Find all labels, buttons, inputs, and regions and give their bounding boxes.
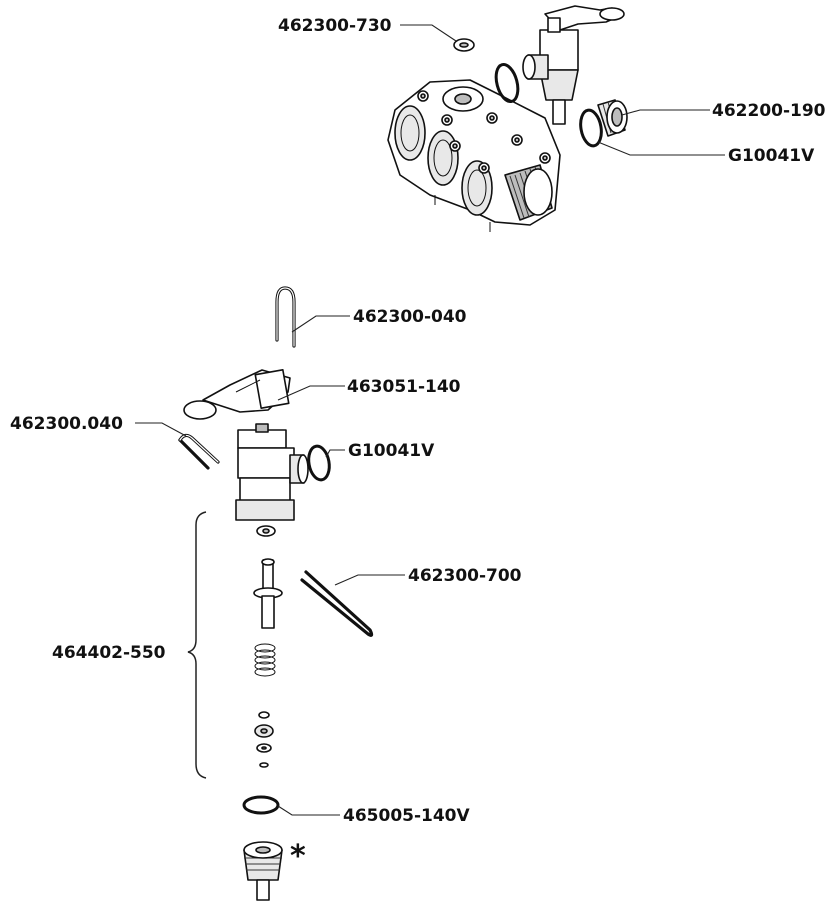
- top-valve-assembly: [522, 5, 625, 125]
- o-ring-465005-140v: [242, 795, 280, 815]
- valve-body-mid: [235, 423, 309, 521]
- o-ring-top-left: [494, 62, 520, 104]
- label-463051-140: 463051-140: [347, 377, 461, 397]
- cap-462200-190: [597, 99, 628, 137]
- label-465005-140v: 465005-140V: [343, 806, 471, 826]
- pin-462300-700: [300, 570, 374, 637]
- o-ring-g10041v-mid: [307, 444, 331, 482]
- kit-bracket: [187, 511, 207, 779]
- o-ring-g10041v-top: [579, 108, 603, 148]
- label-462200-190: 462200-190: [712, 101, 826, 121]
- label-462300-040-dot: 462300.040: [10, 414, 123, 434]
- cartridge-kit-parts: [253, 525, 283, 768]
- label-g10041v-mid: G10041V: [348, 441, 435, 461]
- label-462300-730: 462300-730: [278, 16, 392, 36]
- valve-body-manifold: [387, 79, 561, 232]
- label-464402-550: 464402-550: [52, 643, 166, 663]
- lever-463051-140: [183, 369, 291, 420]
- clip-462300-040: [275, 286, 296, 348]
- spring: [254, 643, 276, 677]
- bottom-cap: [243, 841, 283, 901]
- label-g10041v-top: G10041V: [728, 146, 815, 166]
- label-462300-040: 462300-040: [353, 307, 467, 327]
- leader-lines: [135, 24, 725, 816]
- asterisk-note: *: [290, 839, 306, 874]
- label-462300-700: 462300-700: [408, 566, 522, 586]
- clip-462300-040-left: [178, 433, 220, 470]
- washer-462300-730: [453, 38, 475, 52]
